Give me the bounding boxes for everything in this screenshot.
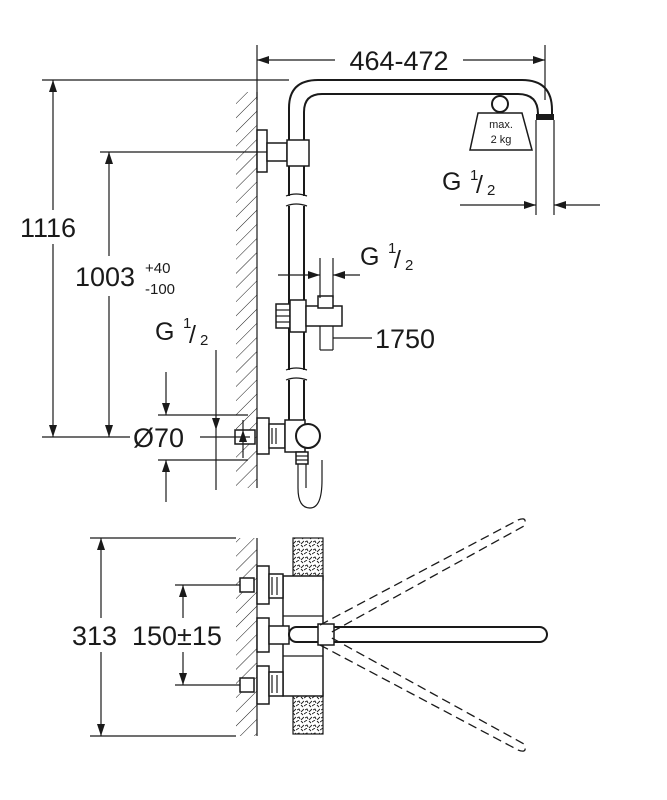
thread-mid-den: 2 <box>405 257 413 274</box>
weight-line1: max. <box>489 119 513 131</box>
thread-low-den: 2 <box>200 332 208 349</box>
thermostatic-mixer <box>234 417 323 509</box>
height-1003-minus: -100 <box>145 281 175 298</box>
width-label: 464-472 <box>349 46 448 76</box>
weight-symbol: max. 2 kg <box>469 95 533 151</box>
svg-text:/: / <box>476 171 483 199</box>
hand-shower-holder <box>275 295 343 351</box>
spacing-label: 150±15 <box>132 621 222 651</box>
thread-low-main: G <box>155 318 174 346</box>
rosette-label: Ø70 <box>133 423 184 453</box>
lever-handle <box>256 617 548 653</box>
wall-hatch-bottom <box>236 538 257 736</box>
thread-mid-main: G <box>360 243 379 271</box>
height-1003-label: 1003 <box>75 262 135 292</box>
weight-line2: 2 kg <box>491 134 512 146</box>
thread-mid: G 1 / 2 <box>278 240 413 298</box>
upper-connection <box>239 565 284 605</box>
riser-pipe <box>285 166 308 422</box>
hose-leader: 1750 <box>333 324 435 354</box>
spacing-dimension: 150±15 <box>130 584 240 686</box>
thread-mid-num: 1 <box>388 240 396 257</box>
width-dimension: 464-472 <box>256 44 546 100</box>
thread-top-den: 2 <box>487 182 495 199</box>
bottom-view: 313 150±15 <box>70 518 548 752</box>
height-1003-plus: +40 <box>145 260 170 277</box>
thread-top-main: G <box>442 168 461 196</box>
thread-top-num: 1 <box>470 167 478 184</box>
upper-wall-bracket <box>256 129 310 173</box>
tile-lower <box>292 691 324 735</box>
depth-313-dimension: 313 <box>70 537 236 737</box>
rosette-dimension: Ø70 <box>130 372 248 502</box>
top-view: 464-472 max. 2 kg G 1 / 2 <box>6 44 600 509</box>
depth-313-label: 313 <box>72 621 117 651</box>
hose-label: 1750 <box>375 324 435 354</box>
svg-text:/: / <box>189 321 196 349</box>
lower-connection <box>239 665 284 705</box>
height-1116-label: 1116 <box>20 213 76 243</box>
thread-low-num: 1 <box>183 315 191 332</box>
lever-swing-dashed <box>319 518 526 752</box>
height-1003-dimension: 1003 +40 -100 <box>70 151 267 437</box>
shower-arm <box>288 79 555 215</box>
height-1116-dimension: 1116 <box>6 79 289 438</box>
thread-top: G 1 / 2 <box>442 167 600 209</box>
wall-hatch-top <box>236 92 257 488</box>
thread-low: G 1 / 2 <box>155 315 247 490</box>
svg-text:/: / <box>394 246 401 274</box>
tile-upper <box>292 537 324 581</box>
